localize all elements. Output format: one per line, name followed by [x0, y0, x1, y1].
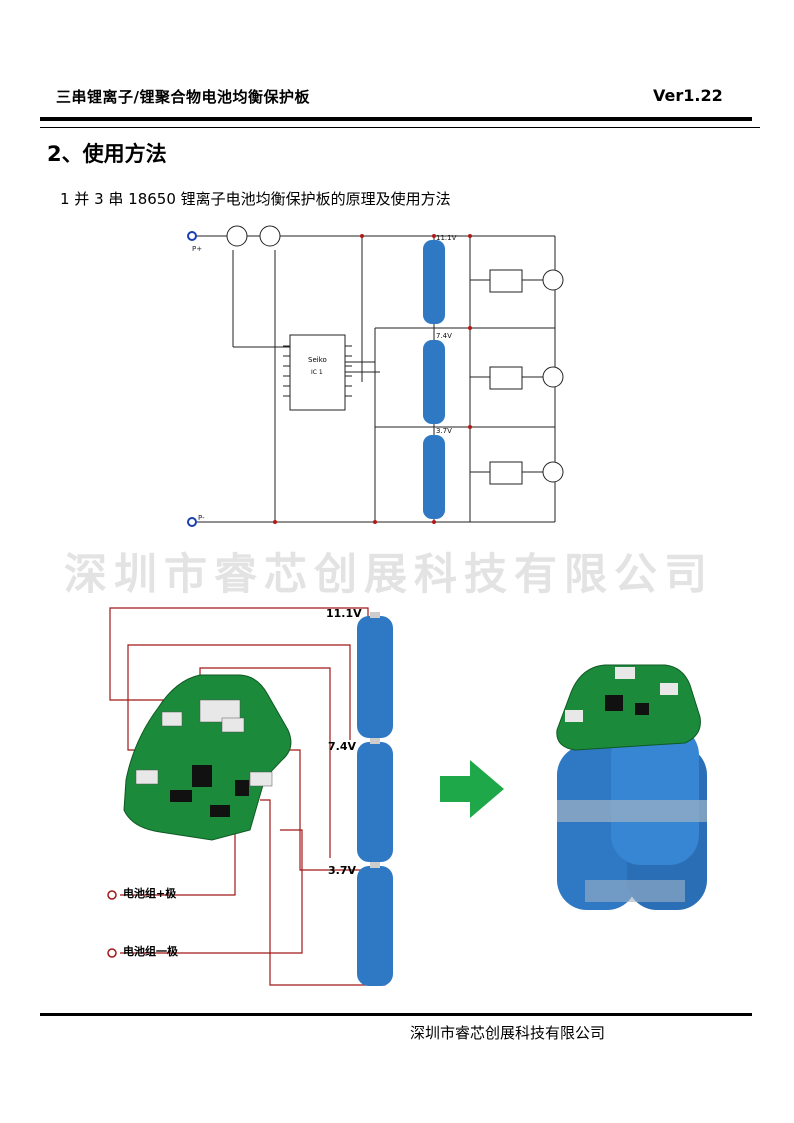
watermark: 深圳市睿芯创展科技有限公司 — [64, 550, 714, 600]
ic-sub-label: IC 1 — [311, 369, 323, 376]
header-rule-thin — [40, 127, 760, 128]
terminal-neg-label: P- — [198, 514, 205, 522]
footer-company: 深圳市睿芯创展科技有限公司 — [410, 1024, 606, 1042]
arrow-right-icon — [440, 760, 504, 818]
wiring-voltage-3v: 3.7V — [328, 864, 356, 877]
terminal-neg-icon — [187, 517, 197, 527]
intro-text: 1 并 3 串 18650 锂离子电池均衡保护板的原理及使用方法 — [60, 190, 451, 208]
battery-neg-label: 电池组一极 — [123, 945, 178, 958]
battery-pos-label: 电池组+极 — [123, 887, 177, 900]
wiring-voltage-11v: 11.1V — [326, 607, 362, 620]
footer-rule — [40, 1013, 752, 1016]
schematic-cells — [423, 240, 445, 519]
section-title: 2、使用方法 — [47, 142, 167, 166]
battery-pos-terminal-icon — [107, 890, 117, 900]
cell-voltage-mid: 7.4V — [436, 332, 452, 340]
protection-ic — [289, 334, 346, 411]
wiring-diagram — [107, 607, 393, 986]
cell-voltage-bottom: 3.7V — [436, 427, 452, 435]
terminal-pos-icon — [187, 231, 197, 241]
ic-label: Seiko — [308, 356, 327, 364]
terminal-pos-label: P+ — [192, 245, 202, 253]
circuit-schematic: P+ P- Seiko IC 1 11.1V 7.4V 3.7V — [187, 225, 564, 527]
document-title: 三串锂离子/锂聚合物电池均衡保护板 — [56, 88, 310, 106]
cell-voltage-top: 11.1V — [436, 234, 457, 242]
wiring-cells — [357, 612, 393, 986]
header-rule-thick — [40, 117, 752, 121]
battery-neg-terminal-icon — [107, 948, 117, 958]
version-label: Ver1.22 — [653, 86, 723, 105]
assembled-pack-photo — [556, 664, 707, 910]
wiring-voltage-7v: 7.4V — [328, 740, 356, 753]
